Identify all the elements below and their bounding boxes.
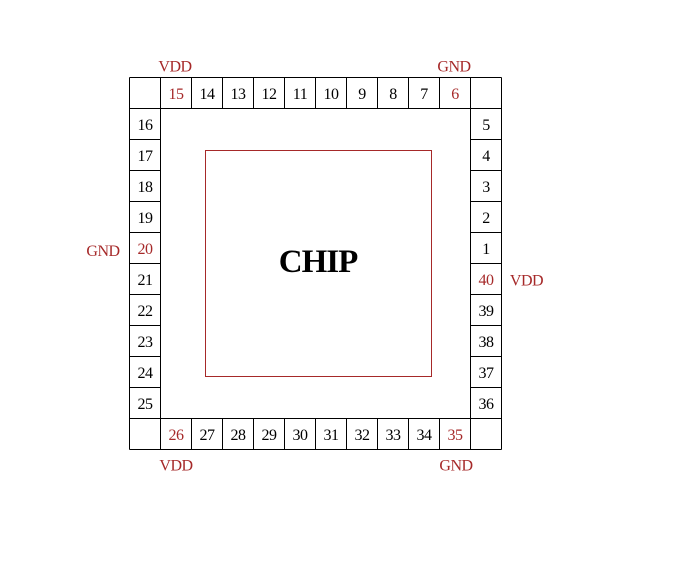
svg-text:34: 34 [417, 427, 433, 444]
svg-text:1: 1 [482, 241, 490, 258]
svg-text:17: 17 [138, 148, 154, 165]
svg-text:18: 18 [138, 179, 154, 196]
svg-text:12: 12 [262, 86, 278, 103]
svg-text:33: 33 [386, 427, 402, 444]
svg-text:16: 16 [138, 117, 154, 134]
svg-text:30: 30 [293, 427, 309, 444]
svg-text:GND: GND [86, 243, 119, 260]
svg-text:3: 3 [482, 179, 490, 196]
svg-text:15: 15 [169, 86, 185, 103]
svg-text:VDD: VDD [159, 458, 192, 475]
svg-text:21: 21 [138, 272, 154, 289]
svg-text:35: 35 [448, 427, 464, 444]
svg-text:29: 29 [262, 427, 278, 444]
svg-text:6: 6 [451, 86, 459, 103]
svg-text:23: 23 [138, 334, 154, 351]
svg-text:25: 25 [138, 396, 154, 413]
svg-text:31: 31 [324, 427, 340, 444]
svg-text:5: 5 [482, 117, 490, 134]
svg-text:13: 13 [231, 86, 247, 103]
svg-text:27: 27 [200, 427, 216, 444]
svg-text:8: 8 [389, 86, 397, 103]
svg-text:GND: GND [439, 458, 472, 475]
svg-text:36: 36 [479, 396, 495, 413]
svg-text:7: 7 [420, 86, 428, 103]
svg-text:37: 37 [479, 365, 495, 382]
svg-text:32: 32 [355, 427, 371, 444]
svg-text:19: 19 [138, 210, 154, 227]
svg-text:VDD: VDD [158, 59, 191, 76]
svg-text:9: 9 [358, 86, 366, 103]
svg-text:14: 14 [200, 86, 216, 103]
svg-text:GND: GND [437, 59, 470, 76]
svg-text:22: 22 [138, 303, 154, 320]
svg-text:2: 2 [482, 210, 490, 227]
svg-text:28: 28 [231, 427, 247, 444]
svg-text:38: 38 [479, 334, 495, 351]
svg-text:4: 4 [482, 148, 490, 165]
svg-text:40: 40 [479, 272, 495, 289]
svg-text:39: 39 [479, 303, 495, 320]
svg-text:10: 10 [324, 86, 340, 103]
svg-text:24: 24 [138, 365, 154, 382]
svg-text:26: 26 [169, 427, 185, 444]
svg-text:CHIP: CHIP [279, 244, 358, 280]
svg-text:20: 20 [138, 241, 154, 258]
svg-text:VDD: VDD [510, 273, 543, 290]
svg-text:11: 11 [293, 86, 308, 103]
